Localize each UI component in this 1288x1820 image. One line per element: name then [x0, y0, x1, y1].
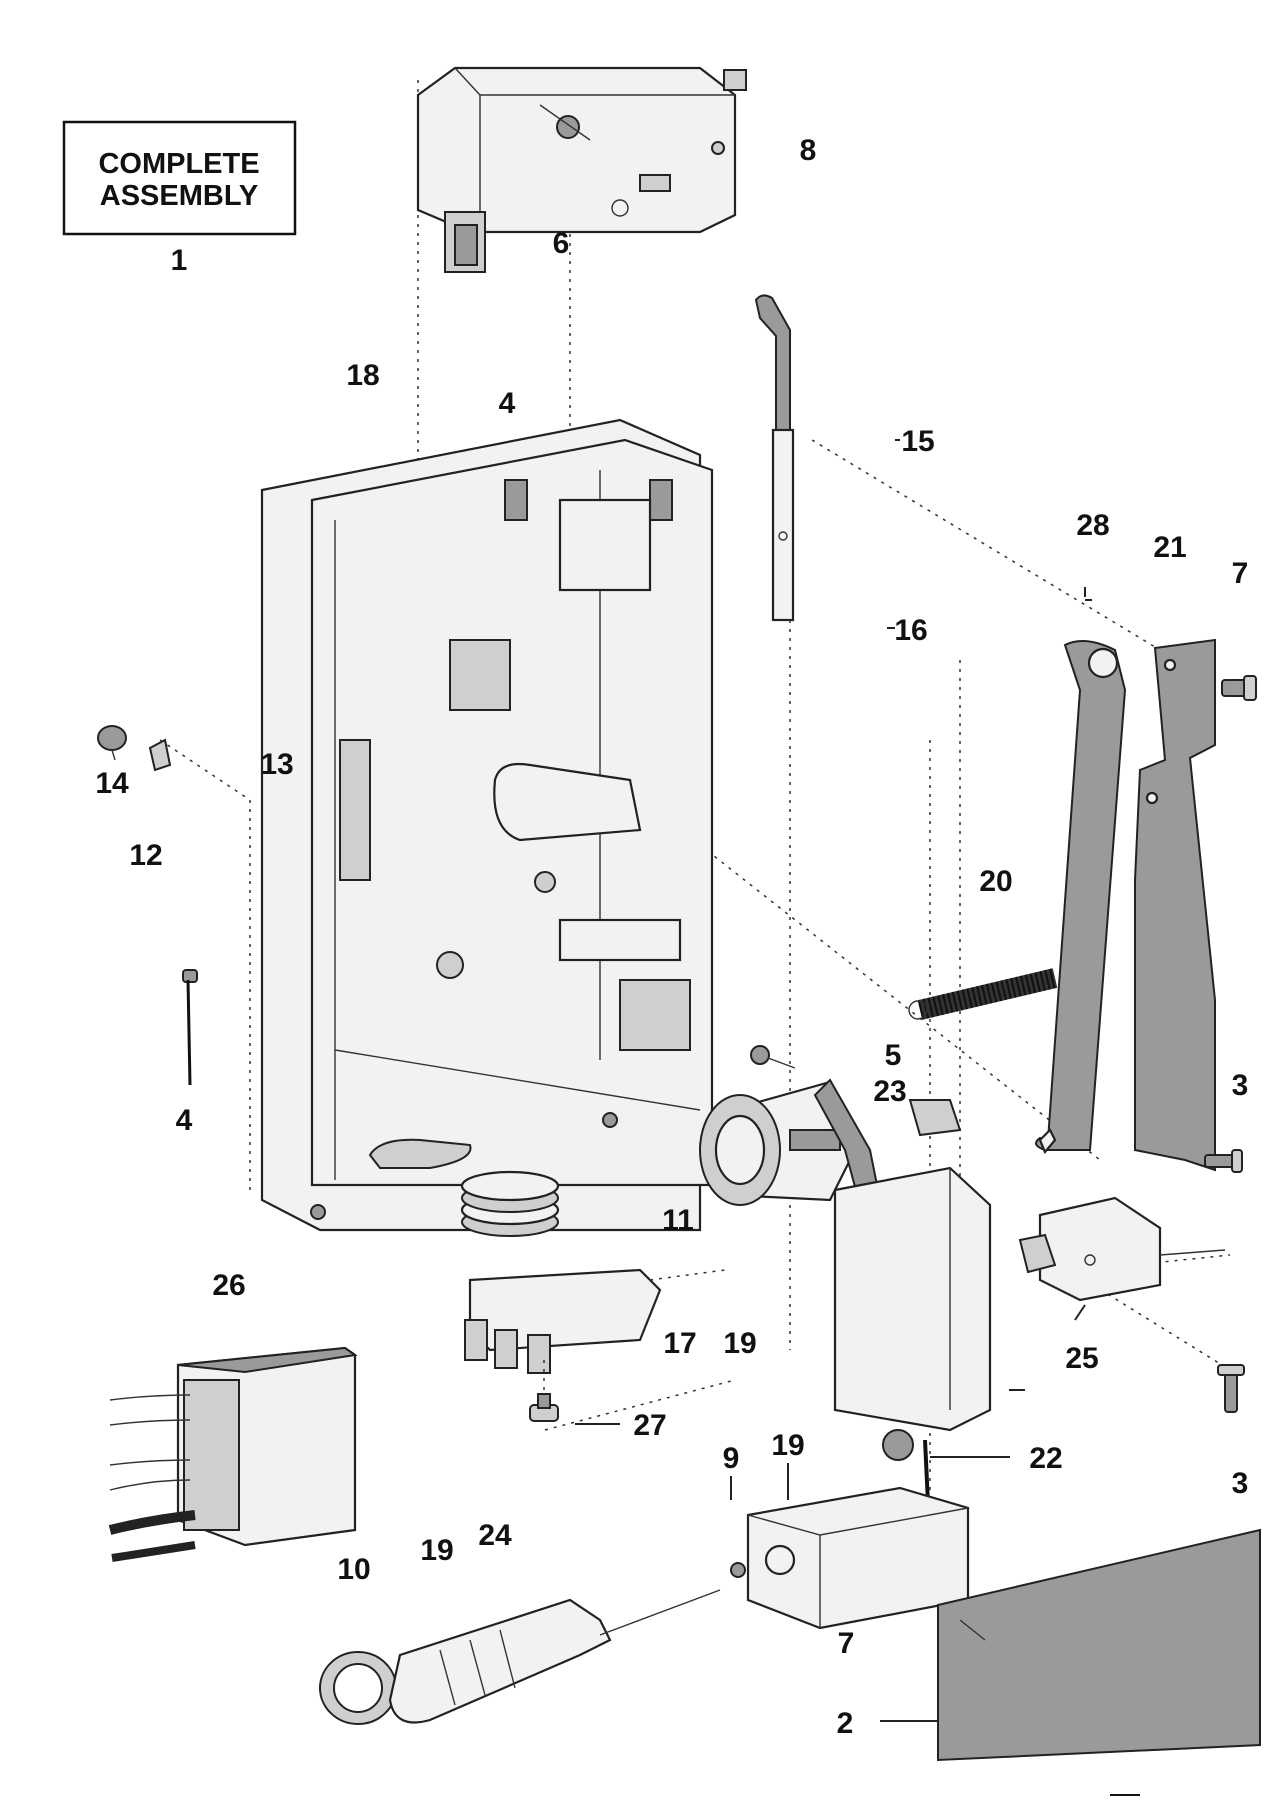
callout-26: 26 [212, 1269, 245, 1302]
callout-4-top: 4 [499, 387, 516, 420]
callout-4-left: 4 [176, 1104, 193, 1137]
callout-19-top: 19 [771, 1429, 804, 1462]
title-line-2: ASSEMBLY [100, 180, 258, 212]
solenoid-part-22 [833, 1099, 992, 1546]
screw-part-3-upper [1204, 1149, 1243, 1173]
lower-housing-part-9 [730, 1486, 970, 1630]
callout-9: 9 [723, 1442, 740, 1475]
side-plate-part-21 [1134, 638, 1216, 1172]
callout-13: 13 [260, 748, 293, 781]
callout-7-bottom: 7 [838, 1627, 855, 1660]
spring-part-20 [908, 968, 1058, 1020]
callout-20: 20 [979, 865, 1012, 898]
callout-27: 27 [633, 1409, 666, 1442]
callout-23: 23 [873, 1075, 906, 1108]
callout-15: 15 [901, 425, 934, 458]
coil-part-11 [460, 1170, 560, 1237]
screw-part-3-lower [1217, 1364, 1245, 1413]
cam-bracket-part-5-23 [699, 1045, 882, 1207]
callout-11: 11 [662, 1204, 694, 1237]
callout-8: 8 [800, 134, 817, 167]
callout-28: 28 [1076, 509, 1109, 542]
callout-10: 10 [337, 1553, 370, 1586]
micro-switch-part-25 [1018, 1196, 1226, 1302]
callout-1: 1 [171, 244, 188, 277]
callout-6: 6 [553, 227, 570, 260]
callout-19-bottom: 19 [420, 1534, 453, 1567]
callout-3-upper: 3 [1232, 1069, 1249, 1102]
knob-part-14 [97, 725, 127, 761]
complete-assembly-box: COMPLETE ASSEMBLY [62, 120, 297, 236]
terminal-block-part-26 [108, 1346, 358, 1562]
callout-21: 21 [1153, 531, 1186, 564]
callout-25: 25 [1065, 1342, 1098, 1375]
callout-18: 18 [346, 359, 379, 392]
callout-labels: 1 8 6 18 4 15 16 28 21 7 13 14 12 20 4 5… [95, 134, 1248, 1740]
callout-17: 17 [663, 1327, 696, 1360]
title-line-1: COMPLETE [98, 148, 259, 180]
callout-22: 22 [1029, 1442, 1062, 1475]
cover-plate-part-2 [937, 1528, 1261, 1762]
callout-12: 12 [129, 839, 162, 872]
callout-19-right: 19 [723, 1327, 756, 1360]
callout-16: 16 [894, 614, 927, 647]
rod-part-15-16 [754, 294, 795, 622]
main-housing-frame [260, 418, 714, 1232]
callout-5: 5 [885, 1039, 902, 1072]
callout-14: 14 [95, 767, 129, 800]
small-switch-part-17 [464, 1268, 726, 1374]
callout-24: 24 [478, 1519, 512, 1552]
top-switch-part-6 [416, 66, 747, 273]
callout-7-top: 7 [1232, 557, 1249, 590]
callout-2: 2 [837, 1707, 854, 1740]
lever-part-28 [1035, 640, 1127, 1155]
screw-part-7-top [1221, 675, 1257, 701]
plunger-part-10 [319, 1589, 721, 1725]
screw-part-4-left [182, 969, 198, 1086]
leader-lines [575, 439, 1092, 1722]
screw-part-27 [529, 1360, 559, 1422]
clip-part-12 [148, 738, 172, 772]
callout-3-lower: 3 [1232, 1467, 1249, 1500]
